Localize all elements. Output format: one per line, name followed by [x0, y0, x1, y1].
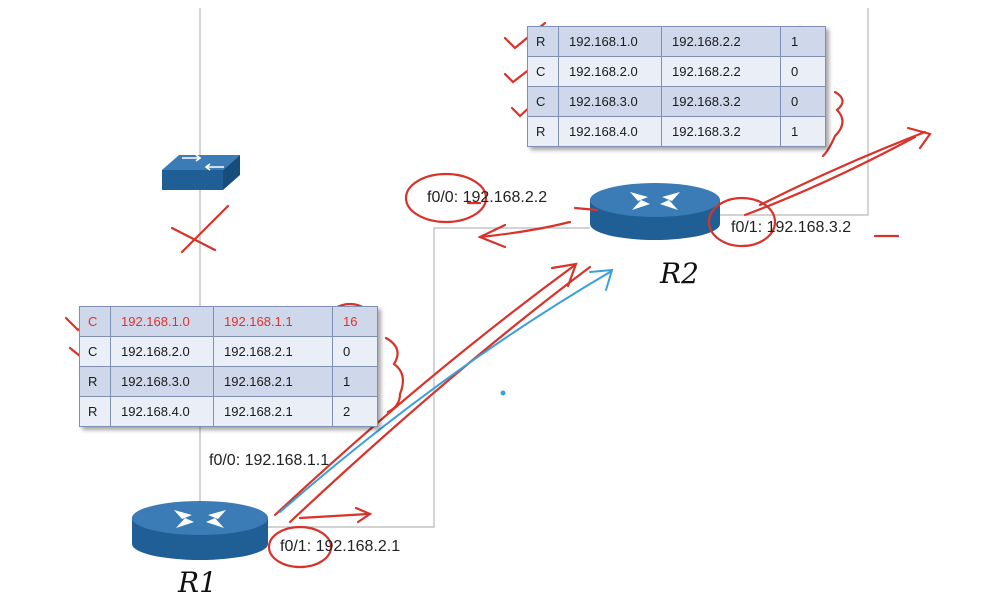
network-cell: 192.168.4.0	[110, 396, 214, 427]
link-r2-uplink	[715, 8, 869, 216]
network-cell: 192.168.4.0	[558, 116, 662, 147]
next-hop-cell: 192.168.3.2	[661, 86, 781, 117]
network-cell: 192.168.1.0	[110, 306, 214, 337]
network-cell: 192.168.1.0	[558, 26, 662, 57]
metric-cell: 0	[780, 86, 826, 117]
next-hop-cell: 192.168.1.1	[213, 306, 333, 337]
next-hop-cell: 192.168.2.2	[661, 56, 781, 87]
interface-circle	[707, 196, 777, 248]
route-type-cell: R	[527, 26, 559, 57]
r1-interface-f01-label: f0/1: 192.168.2.1	[280, 538, 401, 555]
arrow-line	[288, 265, 592, 524]
metric-cell: 0	[780, 56, 826, 87]
r2-interface-f00-label: f0/0: 192.168.2.2	[427, 189, 548, 206]
dash-mark	[573, 206, 599, 212]
next-hop-cell: 192.168.2.1	[213, 366, 333, 397]
network-cell: 192.168.3.0	[558, 86, 662, 117]
interface-circle	[404, 172, 488, 224]
arrow-head	[906, 126, 932, 150]
route-type-cell: R	[79, 366, 111, 397]
route-type-cell: C	[79, 306, 111, 337]
brace-mark	[821, 90, 844, 158]
arrow-line	[273, 263, 577, 517]
r1-handwritten-label: R1	[177, 566, 217, 599]
interface-circle	[267, 525, 333, 569]
metric-cell: 16	[332, 306, 378, 337]
arrow-head	[354, 506, 373, 524]
network-cell: 192.168.3.0	[110, 366, 214, 397]
next-hop-cell: 192.168.2.1	[213, 336, 333, 367]
link-r1-r2	[265, 227, 590, 528]
blue-annotation	[279, 268, 614, 513]
metric-cell: 2	[332, 396, 378, 427]
route-type-cell: C	[527, 56, 559, 87]
strike-mark	[180, 204, 230, 254]
metric-cell: 0	[332, 336, 378, 367]
metric-cell: 1	[332, 366, 378, 397]
switch-icon	[162, 154, 240, 190]
metric-cell: 1	[780, 116, 826, 147]
route-type-cell: R	[79, 396, 111, 427]
network-cell: 192.168.2.0	[110, 336, 214, 367]
arrow-line	[743, 135, 917, 217]
arrow-head	[550, 262, 578, 288]
next-hop-cell: 192.168.3.2	[661, 116, 781, 147]
r2-handwritten-label: R2	[659, 257, 699, 290]
router-r1-icon	[132, 501, 268, 560]
arrow-line	[298, 512, 370, 520]
router-r2-icon	[590, 183, 720, 240]
arrow-head	[477, 223, 507, 249]
r1-interface-f00-label: f0/0: 192.168.1.1	[209, 452, 330, 469]
dot-mark	[500, 390, 506, 396]
next-hop-cell: 192.168.2.1	[213, 396, 333, 427]
r2-interface-f01-label: f0/1: 192.168.3.2	[731, 219, 852, 236]
metric-cell: 1	[780, 26, 826, 57]
arrow-line	[758, 130, 927, 207]
arrow-head	[589, 268, 614, 291]
next-hop-cell: 192.168.2.2	[661, 26, 781, 57]
route-type-cell: R	[527, 116, 559, 147]
route-type-cell: C	[527, 86, 559, 117]
brace-mark	[384, 336, 405, 414]
arrow-line	[279, 271, 611, 513]
arrow-line	[478, 220, 572, 239]
route-type-cell: C	[79, 336, 111, 367]
network-cell: 192.168.2.0	[558, 56, 662, 87]
